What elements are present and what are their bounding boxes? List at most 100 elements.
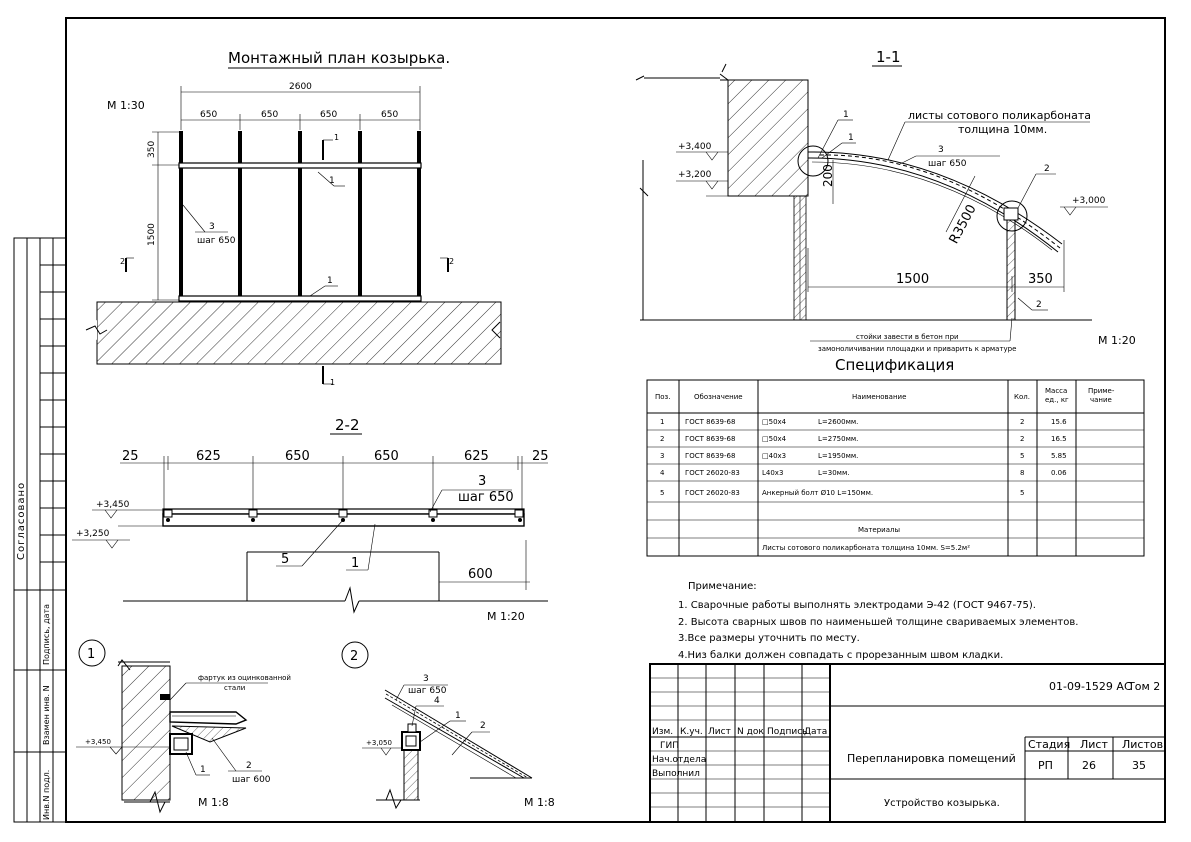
title-volume: Том 2 xyxy=(1127,680,1160,693)
spec-row-2-name: □50x4 xyxy=(762,435,787,443)
section-2-2-dim-600: 600 xyxy=(468,567,493,582)
left-strip-inv-orig: Инв.N подл. xyxy=(42,770,51,820)
title-sheet-title: Устройство козырька. xyxy=(884,798,1000,809)
section-1-1-elev-3400: +3,400 xyxy=(678,142,712,152)
plan-dim-350: 350 xyxy=(147,141,157,158)
title-col-sign: Подпись xyxy=(767,727,807,737)
spec-row-2-qty: 2 xyxy=(1020,435,1024,443)
spec-row-4-code: ГОСТ 26020-83 xyxy=(685,469,740,477)
title-col-doc: N док xyxy=(737,727,764,737)
spec-header-note-2: чание xyxy=(1090,396,1112,404)
section-2-2-callout-3: 3 xyxy=(478,474,486,489)
title-role-head: Нач.отдела xyxy=(652,755,706,765)
spec-row-5-name: Анкерный болт Ø10 L=150мм. xyxy=(762,489,873,497)
section-2-2-scale: М 1:20 xyxy=(487,610,525,623)
section-2-2-dim-650-a: 650 xyxy=(285,449,310,464)
left-strip-replace-inv: Взамен инв. N xyxy=(42,685,51,745)
section-1-1-dim-1500: 1500 xyxy=(896,272,929,287)
title-col-kuch: К.уч. xyxy=(680,727,703,737)
title-doc-code: 01-09-1529 АС xyxy=(1049,680,1132,693)
plan-callout-1-top: 1 xyxy=(329,176,335,186)
section-1-1-elev-3000: +3,000 xyxy=(1072,196,1106,206)
node-1-detail: 1 М 1:8 фартук из оцинкованной стали +3,… xyxy=(76,639,291,814)
title-sheets: 35 xyxy=(1132,759,1146,772)
node-2-scale: М 1:8 xyxy=(524,796,555,809)
node-1-callout-1: 1 xyxy=(200,765,206,775)
node-1-callout-2: 2 xyxy=(246,761,252,771)
spec-title: Спецификация xyxy=(835,356,954,374)
section-1-1-dim-350: 350 xyxy=(1028,272,1053,287)
section-2-2-elev-3450: +3,450 xyxy=(96,500,130,510)
spec-row-5-pos: 5 xyxy=(660,489,664,497)
section-2-2-elev-3250: +3,250 xyxy=(76,529,110,539)
spec-row-5-qty: 5 xyxy=(1020,489,1024,497)
spec-row-3-mass: 5.85 xyxy=(1051,452,1067,460)
section-2-2-dim-625-left: 625 xyxy=(196,449,221,464)
section-1-1-posts-note-2: замоноличивании площадки и приварить к а… xyxy=(818,345,1016,353)
spec-row-2-len: L=2750мм. xyxy=(818,435,858,443)
node-1-scale: М 1:8 xyxy=(198,796,229,809)
node-1-callout-2-step: шаг 600 xyxy=(232,775,271,785)
spec-row-1-mass: 15.6 xyxy=(1051,418,1067,426)
node-1-elev: +3,450 xyxy=(85,738,111,746)
plan-dim-650-d: 650 xyxy=(381,110,398,120)
node-2-callout-3: 3 xyxy=(423,674,429,684)
plan-section-2-left: 2 xyxy=(120,257,125,266)
section-1-1-callout-3: 3 xyxy=(938,145,944,155)
node-2-callout-4: 4 xyxy=(434,696,440,706)
plan-callout-1-bottom: 1 xyxy=(327,276,333,286)
installation-plan: Монтажный план козырька. М 1:30 2600 650… xyxy=(85,49,502,387)
spec-row-1-qty: 2 xyxy=(1020,418,1024,426)
title-project: Перепланировка помещений xyxy=(847,752,1016,765)
spec-row-4-name: L40x3 xyxy=(762,469,783,477)
node-1-number: 1 xyxy=(87,647,95,662)
title-col-date: Дата xyxy=(804,727,827,737)
plan-section-2-right: 2 xyxy=(449,257,454,266)
plan-dim-1500: 1500 xyxy=(147,223,157,246)
spec-header-pos: Поз. xyxy=(655,393,671,401)
section-2-2-dim-25-left: 25 xyxy=(122,449,139,464)
spec-header-code: Обозначение xyxy=(694,393,743,401)
spec-header-mass-2: ед., кг xyxy=(1045,396,1069,404)
spec-materials-label: Материалы xyxy=(858,526,900,534)
section-1-1-callout-2-bottom: 2 xyxy=(1036,300,1042,310)
notes-item-4: 4.Низ балки должен совпадать с прорезанн… xyxy=(678,650,1003,661)
section-1-1-posts-note-1: стойки завести в бетон при xyxy=(856,333,959,341)
spec-row-4-pos: 4 xyxy=(660,469,665,477)
section-2-2: 2-2 М 1:20 25 625 650 650 625 25 +3,450 xyxy=(72,416,549,623)
node-2-detail: 2 М 1:8 3 шаг 650 4 1 2 +3,050 xyxy=(341,641,555,810)
plan-section-1-bottom: 1 xyxy=(330,378,335,387)
section-1-1-title: 1-1 xyxy=(876,48,901,66)
specification-table: Спецификация Поз. Обозначение Наименован… xyxy=(646,356,1145,557)
spec-row-1-pos: 1 xyxy=(660,418,664,426)
section-1-1-sheets-label-2: толщина 10мм. xyxy=(958,123,1047,136)
node-1-flashing-1: фартук из оцинкованной xyxy=(198,674,291,682)
section-1-1-callout-2-top: 2 xyxy=(1044,164,1050,174)
plan-title: Монтажный план козырька. xyxy=(228,49,450,67)
section-1-1-callout-3-step: шаг 650 xyxy=(928,159,967,169)
spec-row-1-len: L=2600мм. xyxy=(818,418,858,426)
left-strip-sign-date: Подпись, дата xyxy=(42,604,51,665)
spec-header-qty: Кол. xyxy=(1014,393,1030,401)
title-role-author: Выполнил xyxy=(652,769,700,779)
spec-row-2-code: ГОСТ 8639-68 xyxy=(685,435,735,443)
plan-dim-650-c: 650 xyxy=(320,110,337,120)
plan-callout-3-step: шаг 650 xyxy=(197,236,236,246)
title-role-gip: ГИП xyxy=(660,741,679,751)
spec-row-4-qty: 8 xyxy=(1020,469,1024,477)
section-2-2-dim-25-right: 25 xyxy=(532,449,549,464)
node-2-callout-3-step: шаг 650 xyxy=(408,686,447,696)
section-2-2-dim-625-right: 625 xyxy=(464,449,489,464)
spec-header-name: Наименование xyxy=(852,393,906,401)
plan-callout-3: 3 xyxy=(209,222,215,232)
section-2-2-callout-3-step: шаг 650 xyxy=(458,490,514,505)
section-1-1-scale: М 1:20 xyxy=(1098,334,1136,347)
node-2-number: 2 xyxy=(350,649,358,664)
title-stage-label: Стадия xyxy=(1028,738,1070,751)
node-2-callout-1: 1 xyxy=(455,711,461,721)
spec-row-2-pos: 2 xyxy=(660,435,664,443)
spec-row-1-name: □50x4 xyxy=(762,418,787,426)
spec-materials-row: Листы сотового поликарбоната толщина 10м… xyxy=(762,544,970,552)
title-sheets-label: Листов xyxy=(1122,738,1163,751)
